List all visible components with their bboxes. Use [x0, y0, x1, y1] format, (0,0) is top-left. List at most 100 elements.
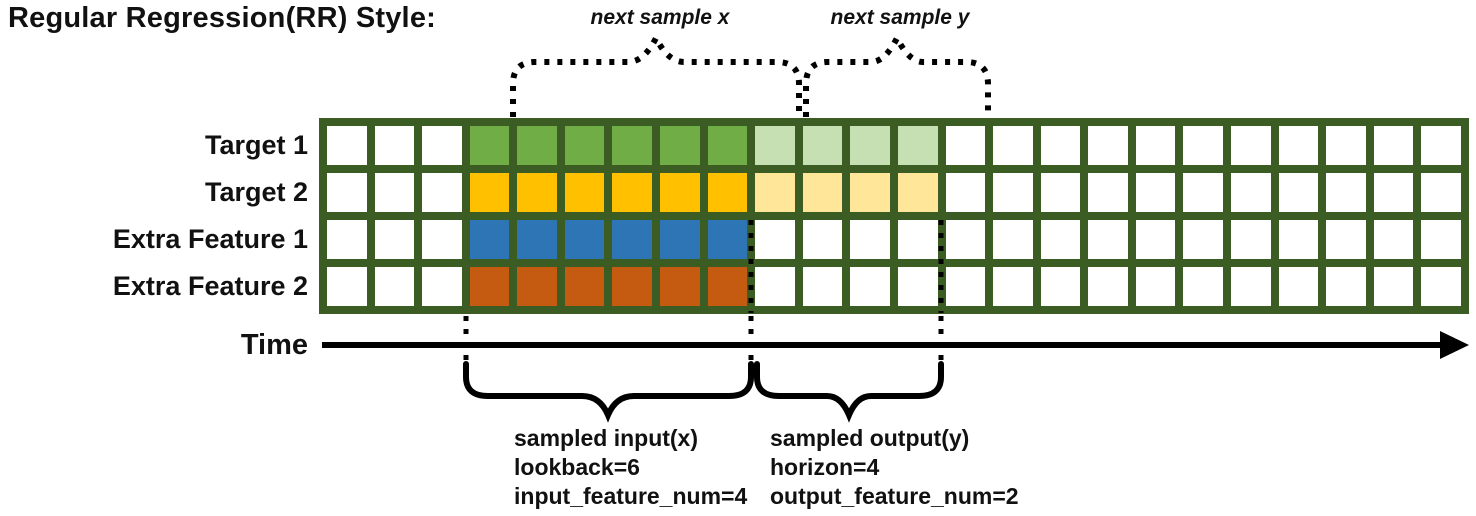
grid-cell	[612, 126, 653, 165]
grid-cell	[945, 126, 986, 165]
next-sample-y-brace	[803, 31, 991, 117]
grid-cell	[1183, 173, 1224, 212]
grid-cell	[850, 126, 890, 165]
grid-cell	[660, 220, 700, 259]
grid-cell	[564, 267, 605, 306]
sampled-input-caption-line1: sampled input(x)	[514, 425, 699, 451]
grid-cell	[897, 267, 938, 306]
grid-cell	[802, 173, 843, 212]
grid-cell	[327, 173, 367, 212]
grid-cell	[564, 220, 605, 259]
grid-cell	[660, 267, 700, 306]
grid-cell	[469, 267, 510, 306]
grid-cell	[850, 267, 890, 306]
grid-cell	[1373, 173, 1414, 212]
grid-cell	[612, 220, 653, 259]
grid-cell	[1135, 126, 1176, 165]
grid-cell	[1421, 220, 1461, 259]
grid-cell	[422, 267, 462, 306]
grid-cell	[945, 267, 986, 306]
data-grid	[319, 118, 1469, 314]
next-sample-x-label: next sample x	[590, 6, 730, 29]
grid-cell	[1040, 126, 1081, 165]
grid-cell	[897, 126, 938, 165]
grid-cell	[1421, 126, 1461, 165]
grid-cell	[1088, 173, 1128, 212]
grid-cell	[1040, 220, 1081, 259]
grid-cell	[1326, 173, 1366, 212]
grid-cell	[1278, 173, 1319, 212]
grid-cell	[469, 126, 510, 165]
sampled-output-caption: sampled output(y) horizon=4 output_featu…	[770, 424, 1019, 511]
grid-cell	[755, 173, 795, 212]
row-label-extra-feature-1: Extra Feature 1	[112, 224, 308, 254]
grid-cell	[1135, 173, 1176, 212]
grid-cell	[707, 220, 748, 259]
grid-cell	[1088, 220, 1128, 259]
sampled-output-caption-line3: output_feature_num=2	[770, 483, 1019, 509]
row-label-target-2: Target 2	[204, 177, 308, 207]
grid-cell	[897, 220, 938, 259]
grid-cell	[802, 267, 843, 306]
grid-cell	[1231, 173, 1271, 212]
figure-title: Regular Regression(RR) Style:	[8, 2, 436, 34]
sampled-input-caption-line3: input_feature_num=4	[514, 483, 748, 509]
grid-cell	[1231, 126, 1271, 165]
sampled-output-caption-line2: horizon=4	[770, 454, 880, 480]
grid-cell	[660, 126, 700, 165]
grid-cell	[422, 220, 462, 259]
grid-cell	[422, 126, 462, 165]
grid-cell	[374, 267, 415, 306]
grid-cell	[1421, 267, 1461, 306]
grid-cell	[1088, 267, 1128, 306]
grid-cell	[1088, 126, 1128, 165]
grid-cell	[993, 267, 1033, 306]
grid-cell	[517, 267, 557, 306]
time-axis-arrowhead	[1440, 331, 1469, 359]
grid-cell	[327, 267, 367, 306]
grid-cell	[802, 126, 843, 165]
grid-cell	[1183, 126, 1224, 165]
grid-cell	[1326, 220, 1366, 259]
grid-cell	[755, 126, 795, 165]
row-label-target-1: Target 1	[204, 130, 308, 160]
grid-cell	[1421, 173, 1461, 212]
grid-cell	[374, 173, 415, 212]
grid-cell	[612, 173, 653, 212]
grid-cell	[945, 220, 986, 259]
grid-cell	[1040, 267, 1081, 306]
grid-cell	[1231, 267, 1271, 306]
grid-cell	[564, 173, 605, 212]
grid-cell	[993, 173, 1033, 212]
row-label-extra-feature-2: Extra Feature 2	[112, 271, 308, 301]
next-sample-x-brace	[510, 31, 802, 117]
grid-cell	[1326, 267, 1366, 306]
grid-cell	[1135, 267, 1176, 306]
grid-cell	[1040, 173, 1081, 212]
grid-cell	[1135, 220, 1176, 259]
grid-cell	[374, 126, 415, 165]
grid-cell	[517, 220, 557, 259]
grid-cell	[327, 126, 367, 165]
grid-cell	[517, 173, 557, 212]
grid-cell	[1278, 267, 1319, 306]
grid-cell	[564, 126, 605, 165]
grid-cell	[1183, 267, 1224, 306]
grid-cell	[1373, 220, 1414, 259]
grid-cell	[802, 220, 843, 259]
sampled-output-brace	[754, 361, 944, 423]
grid-cell	[422, 173, 462, 212]
grid-cell	[1373, 126, 1414, 165]
sampled-input-caption: sampled input(x) lookback=6 input_featur…	[514, 424, 747, 511]
grid-cell	[755, 267, 795, 306]
grid-cell	[850, 173, 890, 212]
sampled-input-brace	[463, 361, 754, 423]
sampled-input-caption-line2: lookback=6	[514, 454, 640, 480]
grid-cell	[1183, 220, 1224, 259]
grid-cell	[1278, 220, 1319, 259]
grid-cell	[945, 173, 986, 212]
grid-cell	[1326, 126, 1366, 165]
grid-cell	[993, 220, 1033, 259]
grid-cell	[660, 173, 700, 212]
